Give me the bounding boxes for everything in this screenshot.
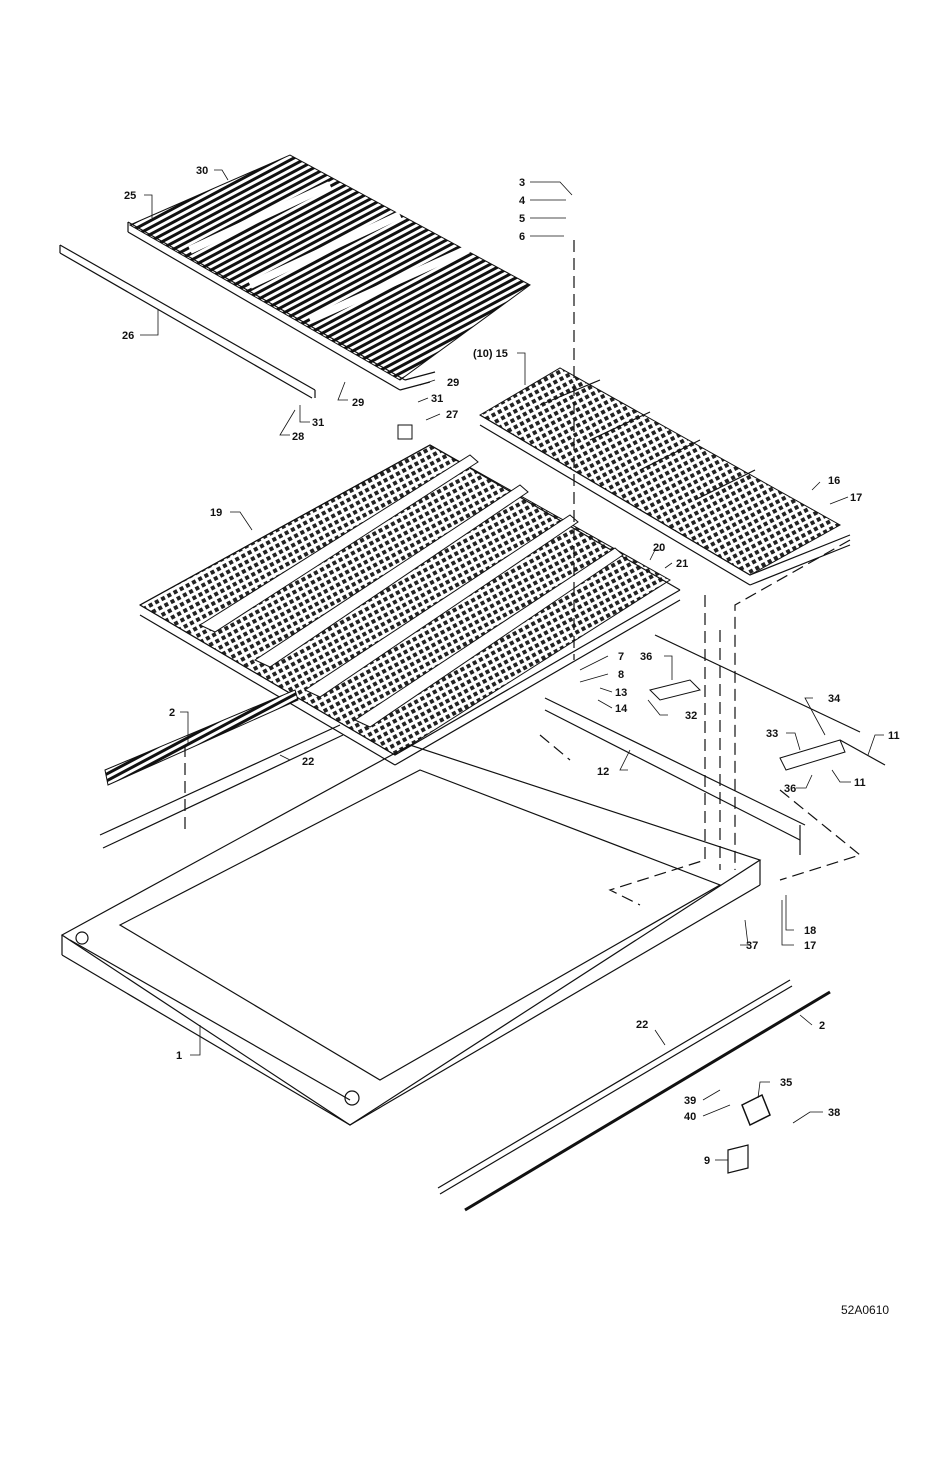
- small-parts: [728, 1095, 770, 1173]
- callout-40: 40: [684, 1111, 696, 1123]
- callout-1: 1: [176, 1050, 182, 1062]
- callout-36b: 36: [784, 783, 796, 795]
- callout-33: 33: [766, 728, 778, 740]
- callout-7: 7: [618, 651, 624, 663]
- callout-30: 30: [196, 165, 208, 177]
- callout-29a: 29: [447, 377, 459, 389]
- callout-27: 27: [446, 409, 458, 421]
- callout-5: 5: [519, 213, 525, 225]
- callout-11a: 11: [888, 730, 900, 742]
- callout-31b: 31: [312, 417, 324, 429]
- callout-18: 18: [804, 925, 816, 937]
- callout-4: 4: [519, 195, 526, 207]
- callout-16: 16: [828, 475, 840, 487]
- callout-8: 8: [618, 669, 624, 681]
- callout-10-15: (10) 15: [473, 348, 508, 360]
- drawing-code: 52A0610: [841, 1303, 889, 1317]
- callout-29b: 29: [352, 397, 364, 409]
- callout-26: 26: [122, 330, 134, 342]
- callout-13: 13: [615, 687, 627, 699]
- callout-12: 12: [597, 766, 609, 778]
- callout-11b: 11: [854, 777, 866, 789]
- callout-6: 6: [519, 231, 525, 243]
- callout-21: 21: [676, 558, 688, 570]
- callout-17b: 17: [804, 940, 816, 952]
- callout-17a: 17: [850, 492, 862, 504]
- callout-36a: 36: [640, 651, 652, 663]
- callout-28: 28: [292, 431, 304, 443]
- callout-22b: 22: [636, 1019, 648, 1031]
- callout-22a: 22: [302, 756, 314, 768]
- callout-37: 37: [746, 940, 758, 952]
- slat-assembly: [128, 155, 530, 390]
- callout-3: 3: [519, 177, 525, 189]
- callout-2b: 2: [819, 1020, 825, 1032]
- callout-31a: 31: [431, 393, 443, 405]
- callout-14: 14: [615, 703, 628, 715]
- callout-32: 32: [685, 710, 697, 722]
- callout-2a: 2: [169, 707, 175, 719]
- callout-25: 25: [124, 190, 136, 202]
- strip-left: [100, 690, 343, 848]
- callout-38: 38: [828, 1107, 840, 1119]
- brackets: [545, 635, 885, 855]
- main-frame: [62, 745, 760, 1125]
- strip-right: [438, 980, 830, 1210]
- callout-39: 39: [684, 1095, 696, 1107]
- callout-34: 34: [828, 693, 841, 705]
- callout-20: 20: [653, 542, 665, 554]
- callout-19: 19: [210, 507, 222, 519]
- callout-35: 35: [780, 1077, 792, 1089]
- callout-labels: 30 25 26 3 4 5 6 (10) 15 29 31 27 29 31 …: [122, 165, 900, 1317]
- callout-9: 9: [704, 1155, 710, 1167]
